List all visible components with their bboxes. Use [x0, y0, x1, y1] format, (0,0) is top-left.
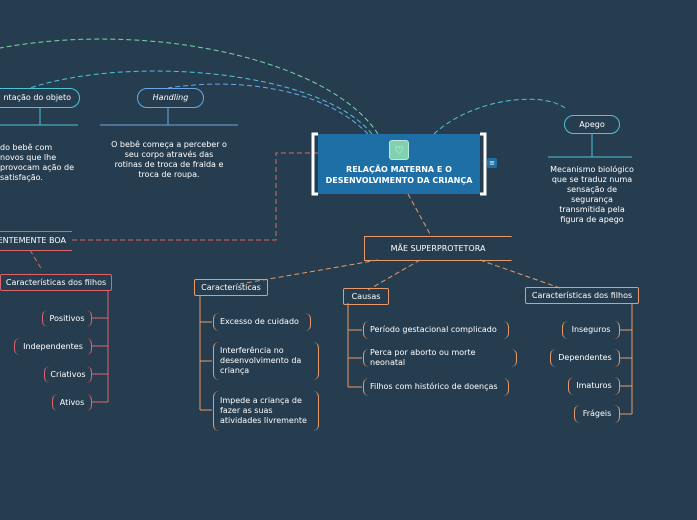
frageis-node[interactable]: Frágeis: [574, 405, 620, 423]
objeto-node[interactable]: ntação do objeto: [0, 88, 80, 108]
frageis-label: Frágeis: [582, 409, 612, 418]
suficiente-filhos-node[interactable]: Características dos filhos: [0, 274, 112, 291]
historico-label: Filhos com histórico de doenças: [370, 382, 498, 391]
filhos-label: Características dos filhos: [531, 290, 633, 300]
apego-text: Mecanismo biológico que se traduz numa s…: [550, 165, 634, 224]
historico-node[interactable]: Filhos com histórico de doenças: [363, 378, 509, 396]
interferencia-node[interactable]: Interferência no desenvolvimento da cria…: [213, 342, 319, 380]
handling-label: Handling: [152, 93, 189, 102]
handling-node[interactable]: Handling: [137, 88, 204, 108]
excesso-cuidado-label: Excesso de cuidado: [220, 317, 299, 326]
positivos-label: Positivos: [49, 313, 85, 323]
superprotetora-label: MÃE SUPERPROTETORA: [390, 243, 486, 253]
perca-label: Perca por aborto ou morte neonatal: [370, 348, 476, 367]
handling-text: O bebê começa a perceber o seu corpo atr…: [111, 140, 227, 179]
heart-icon: ♡: [389, 140, 409, 160]
impede-label: Impede a criança de fazer as suas ativid…: [220, 396, 307, 425]
menu-icon[interactable]: ≡: [487, 158, 497, 168]
central-topic-label: RELAÇÃO MATERNA E O DESENVOLVIMENTO DA C…: [325, 165, 473, 185]
causas-node[interactable]: Causas: [343, 288, 389, 305]
dependentes-node[interactable]: Dependentes: [550, 349, 620, 367]
filhos-node[interactable]: Características dos filhos: [525, 287, 639, 304]
central-topic[interactable]: ♡ RELAÇÃO MATERNA E O DESENVOLVIMENTO DA…: [318, 134, 480, 194]
imaturos-node[interactable]: Imaturos: [568, 377, 620, 395]
periodo-label: Período gestacional complicado: [370, 325, 497, 334]
interferencia-label: Interferência no desenvolvimento da cria…: [220, 346, 302, 375]
apego-node[interactable]: Apego: [564, 115, 620, 134]
excesso-cuidado-node[interactable]: Excesso de cuidado: [213, 313, 311, 331]
positivos-node[interactable]: Positivos: [42, 310, 92, 327]
objeto-label: ntação do objeto: [3, 93, 71, 102]
imaturos-label: Imaturos: [576, 381, 612, 390]
caracteristicas-label: Características: [201, 282, 261, 292]
caracteristicas-node[interactable]: Características: [194, 279, 268, 296]
suficiente-node[interactable]: ENTEMENTE BOA: [0, 231, 72, 251]
objeto-text: do bebê com novos que lhe provocam ação …: [0, 143, 74, 182]
criativos-node[interactable]: Criativos: [44, 366, 92, 383]
independentes-label: Independentes: [23, 341, 83, 351]
independentes-node[interactable]: Independentes: [14, 338, 92, 355]
suficiente-label: ENTEMENTE BOA: [0, 236, 66, 245]
superprotetora-node[interactable]: MÃE SUPERPROTETORA: [364, 236, 512, 261]
suficiente-filhos-label: Características dos filhos: [5, 277, 107, 287]
inseguros-node[interactable]: Inseguros: [562, 321, 620, 339]
ativos-node[interactable]: Ativos: [52, 394, 92, 411]
dependentes-label: Dependentes: [558, 353, 612, 362]
impede-node[interactable]: Impede a criança de fazer as suas ativid…: [213, 391, 319, 431]
criativos-label: Criativos: [50, 369, 86, 379]
periodo-node[interactable]: Período gestacional complicado: [363, 321, 509, 339]
ativos-label: Ativos: [59, 397, 85, 407]
causas-label: Causas: [351, 291, 381, 301]
inseguros-label: Inseguros: [571, 325, 611, 334]
apego-label: Apego: [579, 119, 605, 129]
perca-node[interactable]: Perca por aborto ou morte neonatal: [363, 348, 517, 367]
